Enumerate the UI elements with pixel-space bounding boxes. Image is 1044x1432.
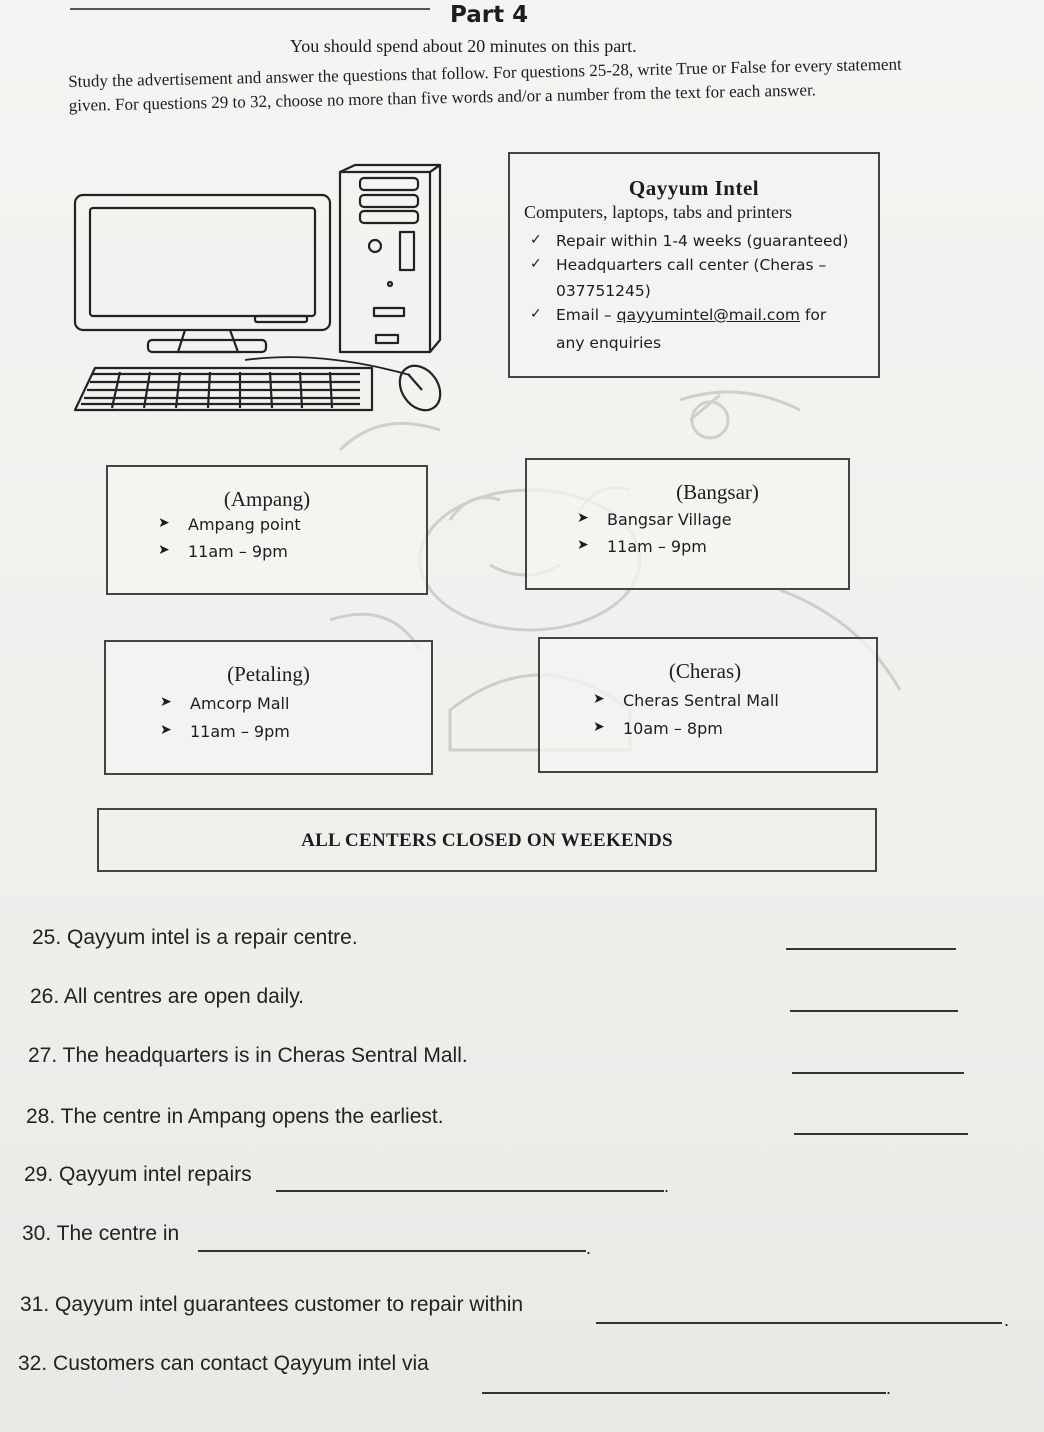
question-30: 30. The centre in [22,1222,180,1245]
instructions: Study the advertisement and answer the q… [68,54,902,115]
branch-area: (Ampang) [223,487,311,511]
branch-location: ➤Amcorp Mall [160,694,290,713]
branch-hours: ➤11am – 9pm [160,722,290,741]
branch-ampang: (Ampang) ➤Ampang point ➤11am – 9pm [106,465,428,595]
answer-blank-25[interactable] [786,948,956,950]
answer-blank-30[interactable] [198,1250,586,1252]
blank-period: . [886,1378,892,1398]
bullet-email-tail: any enquiries [556,334,662,352]
branch-location: ➤Bangsar Village [577,510,732,529]
question-25: 25. Qayyum intel is a repair centre. [32,926,358,949]
question-32: 32. Customers can contact Qayyum intel v… [18,1352,429,1375]
branch-area: (Bangsar) [676,480,759,504]
bullet-repair: ✓ Repair within 1-4 weeks (guaranteed) [530,232,849,250]
arrow-icon: ➤ [593,719,605,735]
weekend-notice-box: ALL CENTERS CLOSED ON WEEKENDS [97,808,877,872]
question-27: 27. The headquarters is in Cheras Sentra… [28,1044,468,1067]
time-note: You should spend about 20 minutes on thi… [290,36,637,56]
arrow-icon: ➤ [577,510,589,526]
answer-blank-32[interactable] [482,1392,886,1394]
branch-area: (Cheras) [668,659,742,683]
branch-area: (Petaling) [227,662,310,686]
company-name: Qayyum Intel [628,176,760,200]
branch-location: ➤Ampang point [158,515,301,534]
question-28: 28. The centre in Ampang opens the earli… [26,1105,444,1128]
computer-illustration [73,163,442,412]
branch-bangsar: (Bangsar) ➤Bangsar Village ➤11am – 9pm [525,458,850,590]
advert-box: Qayyum Intel Computers, laptops, tabs an… [508,152,880,378]
arrow-icon: ➤ [593,691,605,707]
arrow-icon: ➤ [577,537,589,553]
branch-location: ➤Cheras Sentral Mall [593,691,779,710]
branch-cheras: (Cheras) ➤Cheras Sentral Mall ➤10am – 8p… [538,637,878,773]
bullet-email: ✓ Email – qayyumintel@mail.com for [530,306,827,324]
bullet-phone: 037751245) [556,282,651,300]
arrow-icon: ➤ [158,542,170,558]
answer-blank-26[interactable] [790,1010,958,1012]
branch-hours: ➤10am – 8pm [593,719,723,738]
part-title: Part 4 [450,2,529,28]
answer-blank-29[interactable] [276,1190,664,1192]
blank-period: . [1004,1310,1010,1330]
email-link[interactable]: qayyumintel@mail.com [616,306,801,324]
answer-blank-28[interactable] [794,1133,968,1135]
products-line: Computers, laptops, tabs and printers [524,202,792,222]
blank-period: . [586,1238,592,1258]
check-icon: ✓ [530,306,542,322]
answer-blank-31[interactable] [596,1322,1002,1324]
branch-petaling: (Petaling) ➤Amcorp Mall ➤11am – 9pm [104,640,433,775]
branch-hours: ➤11am – 9pm [577,537,707,556]
blank-period: . [664,1176,670,1196]
branch-hours: ➤11am – 9pm [158,542,288,561]
arrow-icon: ➤ [160,722,172,738]
answer-blank-27[interactable] [792,1072,964,1074]
check-icon: ✓ [530,256,542,272]
check-icon: ✓ [530,232,542,248]
question-29: 29. Qayyum intel repairs [24,1163,252,1186]
top-rule [70,8,430,10]
bullet-headquarters: ✓ Headquarters call center (Cheras – [530,256,827,274]
weekend-notice: ALL CENTERS CLOSED ON WEEKENDS [301,830,673,851]
arrow-icon: ➤ [158,515,170,531]
question-31: 31. Qayyum intel guarantees customer to … [20,1293,524,1316]
arrow-icon: ➤ [160,694,172,710]
question-26: 26. All centres are open daily. [30,985,304,1008]
